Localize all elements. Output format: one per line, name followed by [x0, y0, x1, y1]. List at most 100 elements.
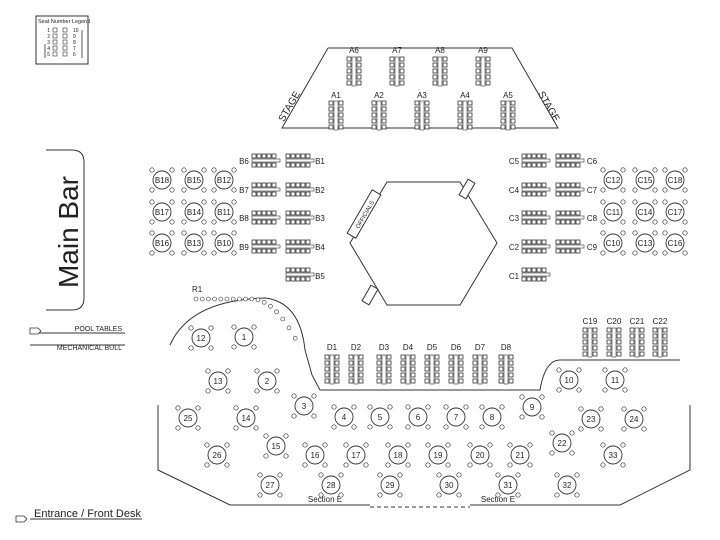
round-table[interactable] [266, 436, 286, 456]
round-table[interactable] [178, 408, 198, 428]
rail-seat[interactable] [193, 296, 199, 302]
rail-seat[interactable] [230, 296, 236, 302]
seat[interactable] [334, 366, 340, 372]
seat[interactable] [434, 366, 440, 372]
seat[interactable] [592, 339, 598, 345]
round-table[interactable] [439, 475, 459, 495]
chair[interactable] [527, 442, 533, 448]
seat[interactable] [526, 182, 532, 188]
chair[interactable] [554, 472, 560, 478]
chair[interactable] [149, 167, 155, 173]
seat[interactable] [510, 112, 516, 118]
seat[interactable] [526, 153, 532, 159]
chair[interactable] [515, 472, 521, 478]
round-table[interactable] [152, 170, 172, 190]
seat[interactable] [251, 153, 257, 159]
seat[interactable] [457, 112, 463, 118]
chair[interactable] [632, 250, 638, 256]
seat[interactable] [467, 118, 473, 124]
round-table[interactable] [305, 445, 325, 465]
chair[interactable] [621, 406, 627, 412]
seat[interactable] [271, 219, 277, 225]
seat[interactable] [376, 366, 382, 372]
seat[interactable] [432, 74, 438, 80]
chair[interactable] [231, 324, 237, 330]
seat[interactable] [376, 360, 382, 366]
seat[interactable] [295, 219, 301, 225]
round-table[interactable] [214, 233, 234, 253]
chair[interactable] [425, 404, 431, 410]
seat[interactable] [467, 100, 473, 106]
seat[interactable] [442, 62, 448, 68]
round-table[interactable] [522, 397, 542, 417]
seat[interactable] [570, 210, 576, 216]
chair[interactable] [225, 388, 231, 394]
seat[interactable] [334, 354, 340, 360]
seat[interactable] [536, 276, 542, 282]
chair[interactable] [251, 324, 257, 330]
seat[interactable] [521, 276, 527, 282]
round-table[interactable] [334, 407, 354, 427]
chair[interactable] [682, 250, 688, 256]
seat[interactable] [575, 191, 581, 197]
seat[interactable] [386, 378, 392, 384]
chair[interactable] [175, 425, 181, 431]
seat[interactable] [482, 354, 488, 360]
chair[interactable] [519, 394, 525, 400]
seat[interactable] [261, 219, 267, 225]
chair[interactable] [201, 250, 207, 256]
seat[interactable] [400, 378, 406, 384]
seat[interactable] [541, 219, 547, 225]
seat[interactable] [295, 276, 301, 282]
rail-seat[interactable] [237, 296, 242, 302]
seat[interactable] [324, 360, 330, 366]
chair[interactable] [662, 219, 668, 225]
seat[interactable] [582, 333, 588, 339]
seat[interactable] [560, 239, 566, 245]
seat[interactable] [652, 327, 658, 333]
chair[interactable] [231, 219, 237, 225]
chair[interactable] [277, 492, 283, 498]
seat[interactable] [434, 372, 440, 378]
seat[interactable] [536, 162, 542, 168]
chair[interactable] [251, 344, 257, 350]
seat[interactable] [400, 372, 406, 378]
chair[interactable] [367, 404, 373, 410]
seat[interactable] [305, 219, 311, 225]
seat[interactable] [305, 191, 311, 197]
seat[interactable] [458, 372, 464, 378]
chair[interactable] [576, 387, 582, 393]
chair[interactable] [467, 442, 473, 448]
seat[interactable] [386, 354, 392, 360]
chair[interactable] [578, 406, 584, 412]
chair[interactable] [620, 250, 626, 256]
seat[interactable] [582, 345, 588, 351]
chair[interactable] [169, 187, 175, 193]
chair[interactable] [149, 250, 155, 256]
chair[interactable] [641, 426, 647, 432]
chair[interactable] [387, 404, 393, 410]
chair[interactable] [652, 250, 658, 256]
seat[interactable] [295, 182, 301, 188]
seat[interactable] [570, 239, 576, 245]
seat[interactable] [606, 333, 612, 339]
rail-seat[interactable] [249, 296, 255, 302]
seat[interactable] [305, 239, 311, 245]
seat[interactable] [467, 124, 473, 130]
seat[interactable] [285, 182, 291, 188]
seat[interactable] [328, 118, 334, 124]
seat[interactable] [442, 80, 448, 86]
seat[interactable] [555, 219, 561, 225]
chair[interactable] [620, 219, 626, 225]
seat[interactable] [521, 267, 527, 273]
chair[interactable] [445, 442, 451, 448]
seat[interactable] [376, 354, 382, 360]
seat[interactable] [475, 56, 481, 62]
seat[interactable] [482, 360, 488, 366]
seat[interactable] [371, 118, 377, 124]
seat[interactable] [290, 248, 296, 254]
seat[interactable] [472, 372, 478, 378]
seat[interactable] [500, 118, 506, 124]
chair[interactable] [499, 424, 505, 430]
seat[interactable] [541, 248, 547, 254]
